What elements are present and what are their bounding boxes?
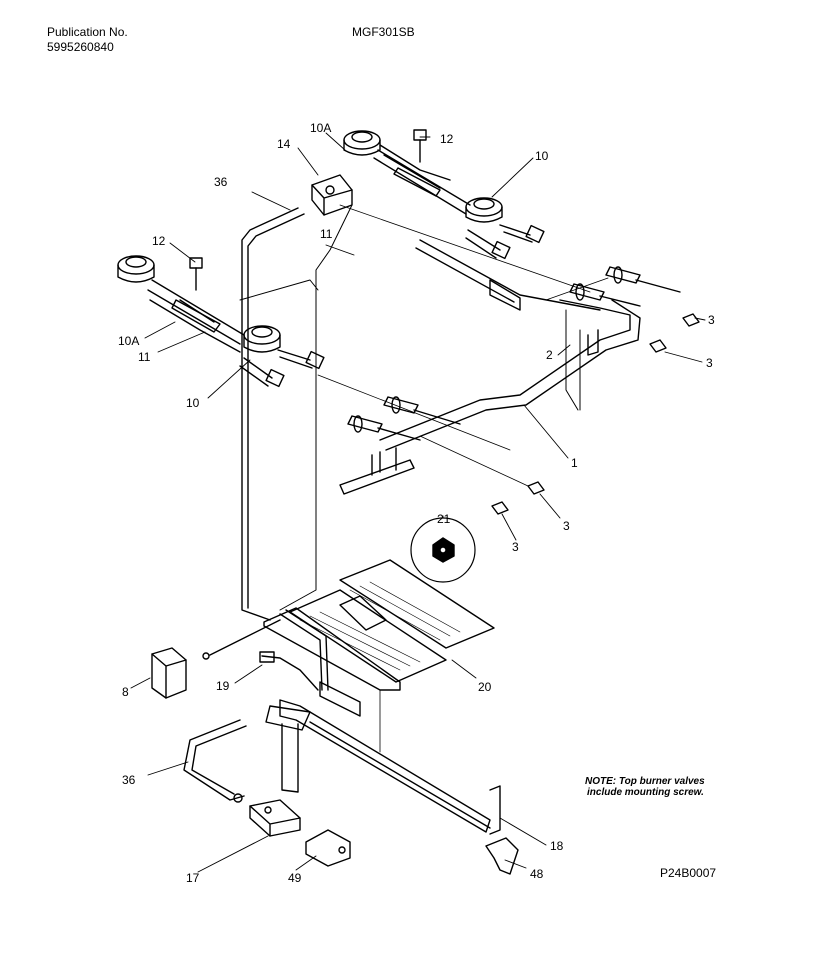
callout-11-lower: 11 xyxy=(138,350,151,364)
callout-3-right-upper: 3 xyxy=(708,313,715,327)
callout-3-center: 3 xyxy=(563,519,570,533)
safety-valve xyxy=(249,799,301,837)
callout-3-right-lower: 3 xyxy=(706,356,713,370)
valve-rear-right xyxy=(605,266,681,293)
callout-36-lower: 36 xyxy=(122,773,136,787)
front-right-burner xyxy=(243,325,281,353)
oven-burner-baffle xyxy=(263,559,495,691)
callout-20: 20 xyxy=(478,680,492,694)
callout-10A-lower: 10A xyxy=(118,334,139,348)
publication-label: Publication No. xyxy=(47,25,128,39)
callout-2: 2 xyxy=(546,348,553,362)
valve-front-left xyxy=(347,415,421,441)
valve-rear-left xyxy=(569,283,641,307)
note-line-2: include mounting screw. xyxy=(587,787,704,798)
callout-21: 21 xyxy=(437,512,451,526)
callout-12-lower: 12 xyxy=(152,234,166,248)
valve-front-right xyxy=(383,396,461,425)
rear-left-burner xyxy=(343,130,381,156)
spark-module xyxy=(311,174,353,216)
callout-10A-upper: 10A xyxy=(310,121,331,135)
note-line-1: NOTE: Top burner valves xyxy=(585,776,705,787)
diagram-code: P24B0007 xyxy=(660,866,717,880)
callout-8: 8 xyxy=(122,685,129,699)
callout-3-left: 3 xyxy=(512,540,519,554)
callout-18: 18 xyxy=(550,839,564,853)
model-number: MGF301SB xyxy=(352,25,415,39)
callout-11-upper: 11 xyxy=(320,227,333,241)
callout-17: 17 xyxy=(186,871,200,885)
front-left-burner xyxy=(117,255,155,283)
callout-12-upper: 12 xyxy=(440,132,454,146)
callout-10-upper: 10 xyxy=(535,149,549,163)
note-text: NOTE: Top burner valves include mounting… xyxy=(585,776,705,798)
callout-48: 48 xyxy=(530,867,544,881)
callout-36-upper: 36 xyxy=(214,175,228,189)
callout-10-lower: 10 xyxy=(186,396,200,410)
publication-number: 5995260840 xyxy=(47,40,114,54)
rear-right-burner xyxy=(465,197,503,223)
callout-1: 1 xyxy=(571,456,578,470)
callout-19: 19 xyxy=(216,679,230,693)
callout-49: 49 xyxy=(288,871,302,885)
callout-14: 14 xyxy=(277,137,291,151)
